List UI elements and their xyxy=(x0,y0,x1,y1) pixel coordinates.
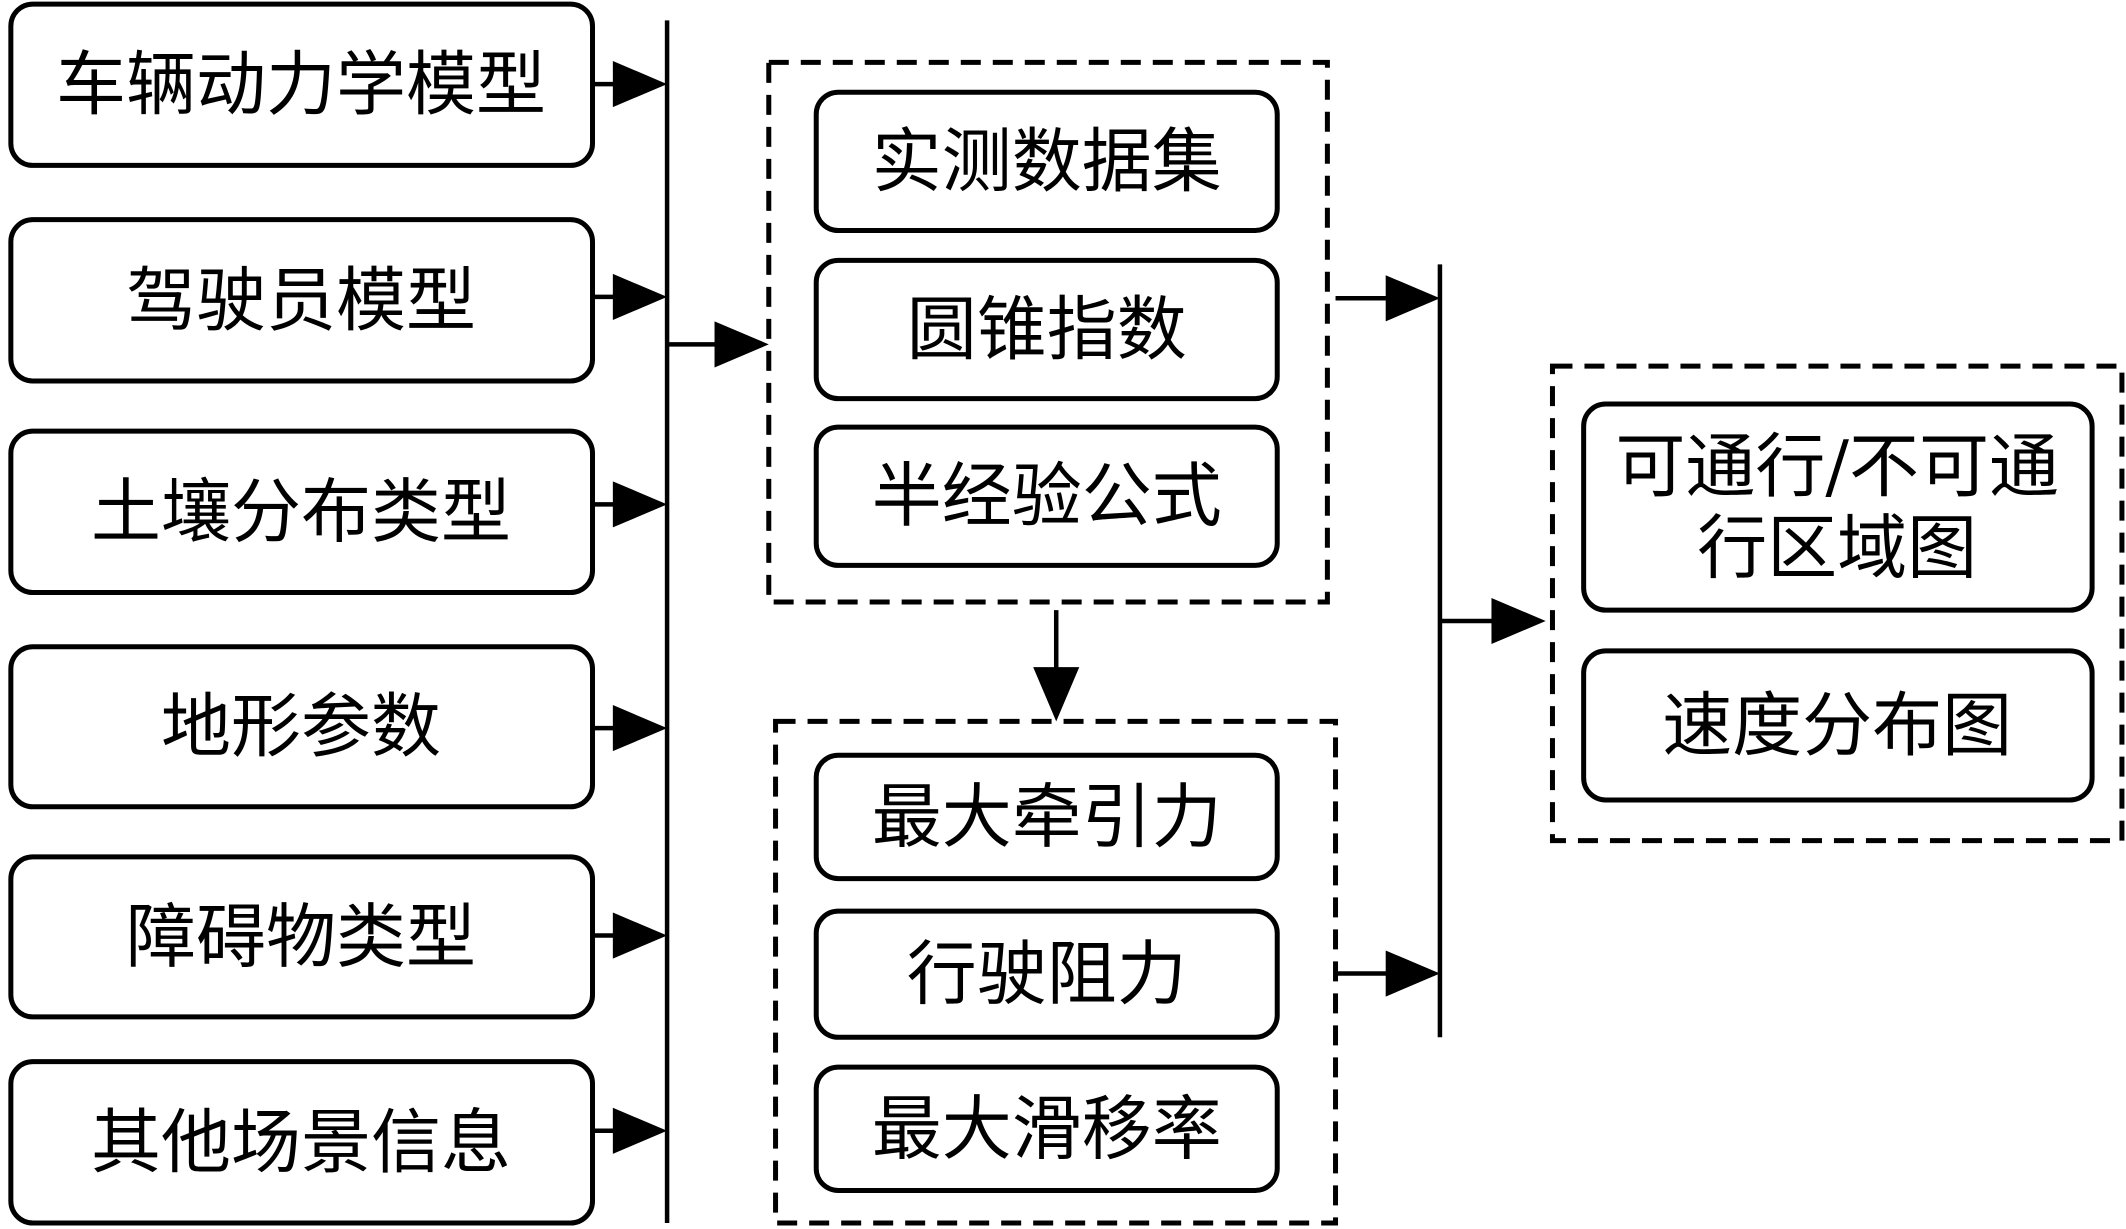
input-arrow-head xyxy=(612,481,668,528)
input-arrow-head xyxy=(612,61,668,108)
mobility-to-bus-arrow-head xyxy=(1385,950,1440,997)
method-box xyxy=(813,89,1280,233)
bus-to-methods-arrow-head xyxy=(714,321,769,368)
input-box-label: 土壤分布类型 xyxy=(91,471,511,553)
input-arrow-head xyxy=(612,273,668,320)
bus-to-outputs-arrow-head xyxy=(1491,597,1546,645)
methods-to-bus-arrow-head xyxy=(1385,275,1440,322)
method-box xyxy=(813,257,1280,402)
input-arrow-head xyxy=(612,1107,668,1154)
method-box-label: 实测数据集 xyxy=(872,120,1222,202)
methods-group xyxy=(766,59,1330,605)
input-box-label: 其他场景信息 xyxy=(91,1101,511,1183)
output-box-label: 可通行/不可通 xyxy=(1615,425,2059,507)
mobility-box-label: 行驶阻力 xyxy=(907,933,1187,1015)
method-box-label: 圆锥指数 xyxy=(907,288,1187,370)
method-box xyxy=(813,424,1280,568)
method-box-label: 半经验公式 xyxy=(872,455,1222,537)
input-box xyxy=(8,428,596,596)
output-box xyxy=(1581,401,2095,613)
input-arrow-head xyxy=(612,912,668,959)
output-box-label: 速度分布图 xyxy=(1662,684,2012,766)
output-box-label: 行区域图 xyxy=(1697,507,1977,589)
outputs-group xyxy=(1549,363,2125,844)
input-box xyxy=(8,217,596,384)
input-box xyxy=(8,1059,596,1226)
output-box xyxy=(1581,648,2095,803)
input-box-label: 车辆动力学模型 xyxy=(56,44,546,126)
methods-to-mobility-arrow-head xyxy=(1033,667,1080,722)
input-box-label: 障碍物类型 xyxy=(126,896,476,978)
input-box-label: 地形参数 xyxy=(161,686,441,768)
mobility-box-label: 最大牵引力 xyxy=(872,776,1222,858)
input-arrow-head xyxy=(612,705,668,752)
mobility-box-label: 最大滑移率 xyxy=(872,1088,1222,1170)
mobility-box xyxy=(813,1064,1280,1193)
input-box-label: 驾驶员模型 xyxy=(126,259,476,341)
mobility-box xyxy=(813,752,1280,882)
mobility-box xyxy=(813,908,1280,1040)
